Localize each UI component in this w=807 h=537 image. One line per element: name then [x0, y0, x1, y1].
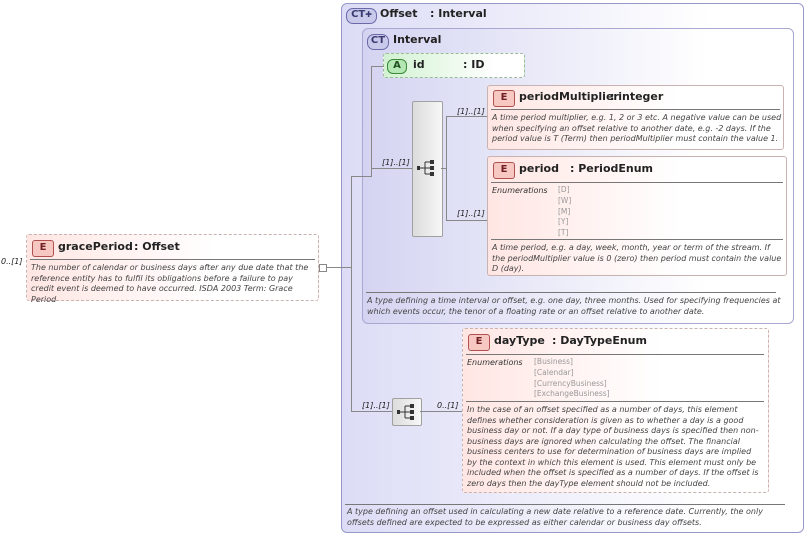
separator [466, 354, 764, 355]
sequence-icon [397, 404, 414, 420]
dayType-enum-label: Enumerations [467, 358, 523, 367]
periodMultiplier-doc: A time period multiplier, e.g. 1, 2 or 3… [492, 113, 782, 143]
dayType-name: dayType [494, 334, 545, 347]
period-enum-label: Enumerations [492, 186, 548, 195]
gracePeriod-element-box[interactable] [26, 234, 319, 301]
connector [327, 267, 352, 268]
gracePeriod-name: gracePeriod [58, 240, 133, 253]
offset-type-base: : Interval [430, 7, 487, 20]
connector [420, 411, 462, 412]
connector [371, 66, 372, 177]
expand-icon: ✚ [365, 10, 372, 19]
enum-value: [Business] [534, 357, 573, 366]
gracePeriod-type: : Offset [134, 240, 180, 253]
offset-doc: A type defining an offset used in calcul… [347, 507, 763, 527]
enum-value: [ExchangeBusiness] [534, 389, 610, 399]
root-multiplicity: 0..[1] [1, 257, 23, 266]
dayType-element-box[interactable] [462, 328, 769, 493]
period-multiplicity: [1]..[1] [457, 209, 485, 218]
enum-value: [CurrencyBusiness] [534, 378, 607, 388]
period-type: : PeriodEnum [570, 162, 654, 175]
enum-value: [Calendar] [534, 367, 574, 377]
periodMultiplier-type: : integer [610, 90, 664, 103]
separator [491, 239, 783, 240]
id-attribute-name: id [413, 58, 425, 71]
period-name: period [519, 162, 559, 175]
connector [371, 168, 412, 169]
periodMultiplier-multiplicity: [1]..[1] [457, 107, 485, 116]
periodMultiplier-name: periodMultiplier [519, 90, 619, 103]
separator [366, 292, 776, 293]
enum-value: [W] [558, 195, 572, 205]
connector [446, 220, 487, 221]
connector [446, 116, 487, 117]
separator [345, 504, 785, 505]
id-attribute-type: : ID [463, 58, 485, 71]
period-doc: A time period, e.g. a day, week, month, … [492, 243, 782, 273]
interval-doc: A type defining a time interval or offse… [367, 296, 781, 316]
separator [466, 401, 764, 402]
sequence-icon [417, 160, 434, 176]
enum-value: [Y] [558, 217, 569, 227]
element-badge: E [493, 162, 515, 179]
offset-ct-badge: CT✚ [346, 8, 377, 24]
attribute-badge: A [387, 59, 407, 74]
gracePeriod-doc: The number of calendar or business days … [31, 263, 309, 304]
separator [491, 182, 783, 183]
offset-type-name: Offset [380, 7, 418, 20]
element-badge: E [468, 334, 490, 351]
element-badge: E [493, 90, 515, 107]
interval-seq-multiplicity: [1]..[1] [382, 158, 410, 167]
interval-type-name: Interval [393, 33, 442, 46]
separator [491, 109, 780, 110]
connector [351, 176, 371, 177]
collapse-toggle[interactable] [319, 264, 327, 272]
separator [30, 259, 315, 260]
dayType-enum-list: [Business] [Calendar] [CurrencyBusiness]… [534, 357, 610, 400]
period-enum-list: [D] [W] [M] [Y] [T] [558, 185, 571, 239]
period-element-box[interactable] [487, 156, 787, 276]
connector [371, 66, 384, 67]
enum-value: [M] [558, 206, 571, 216]
connector [446, 116, 447, 221]
connector [351, 411, 392, 412]
connector [441, 168, 446, 169]
enum-value: [T] [558, 228, 569, 238]
enum-value: [D] [558, 185, 570, 194]
dayType-doc: In the case of an offset specified as a … [467, 405, 759, 488]
periodMultiplier-element-box[interactable] [487, 85, 784, 150]
dayType-type: : DayTypeEnum [552, 334, 647, 347]
element-badge: E [32, 240, 54, 257]
offset-seq-multiplicity: [1]..[1] [362, 401, 390, 410]
connector [351, 176, 352, 412]
interval-ct-badge: CT [367, 34, 389, 50]
dayType-multiplicity: 0..[1] [437, 401, 459, 410]
